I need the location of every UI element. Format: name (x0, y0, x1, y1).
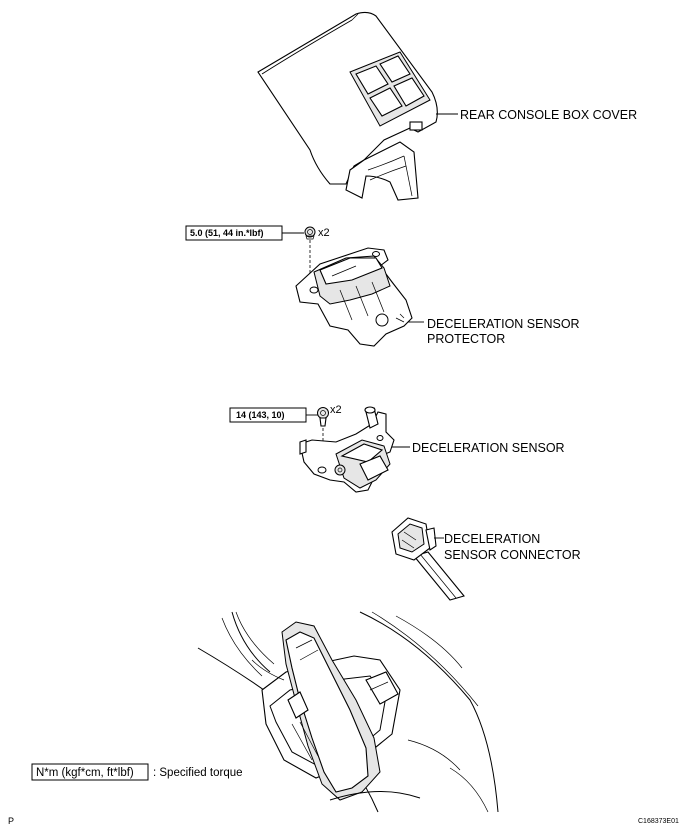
sensor-torque-spec: 14 (143, 10) (229, 407, 318, 423)
rear-console-box-cover (257, 11, 458, 201)
sensor-torque-value: 14 (143, 10) (236, 410, 285, 420)
sensor-bolt-quantity: x2 (330, 404, 342, 416)
deceleration-sensor-label: DECELERATION SENSOR (412, 441, 565, 455)
protector-torque-value: 5.0 (51, 44 in.*lbf) (190, 228, 264, 238)
deceleration-sensor-protector-label-line1: DECELERATION SENSOR (427, 317, 580, 331)
bolt-icon (304, 226, 316, 240)
figure-code: C168373E01 (638, 818, 679, 825)
connector-icon (391, 517, 465, 601)
protector-bolt-quantity: x2 (318, 227, 330, 239)
deceleration-sensor-protector (295, 247, 424, 347)
deceleration-sensor-protector-label-line2: PROTECTOR (427, 332, 505, 346)
bolt-icon (317, 407, 329, 427)
vehicle-console-area (197, 611, 499, 813)
protector-torque-spec: 5.0 (51, 44 in.*lbf) (185, 225, 304, 241)
deceleration-sensor-connector-label-line1: DECELERATION (444, 532, 540, 546)
rear-console-box-cover-label: REAR CONSOLE BOX COVER (460, 108, 637, 122)
legend-unit-box: N*m (kgf*cm, ft*lbf) (36, 767, 134, 779)
deceleration-sensor-connector-label-line2: SENSOR CONNECTOR (444, 548, 581, 562)
corner-left-mark: P (8, 816, 14, 826)
torque-legend: N*m (kgf*cm, ft*lbf) : Specified torque (31, 763, 243, 781)
switch-panel (349, 51, 431, 127)
legend-description: : Specified torque (153, 767, 243, 779)
sensor-icon (299, 406, 410, 493)
